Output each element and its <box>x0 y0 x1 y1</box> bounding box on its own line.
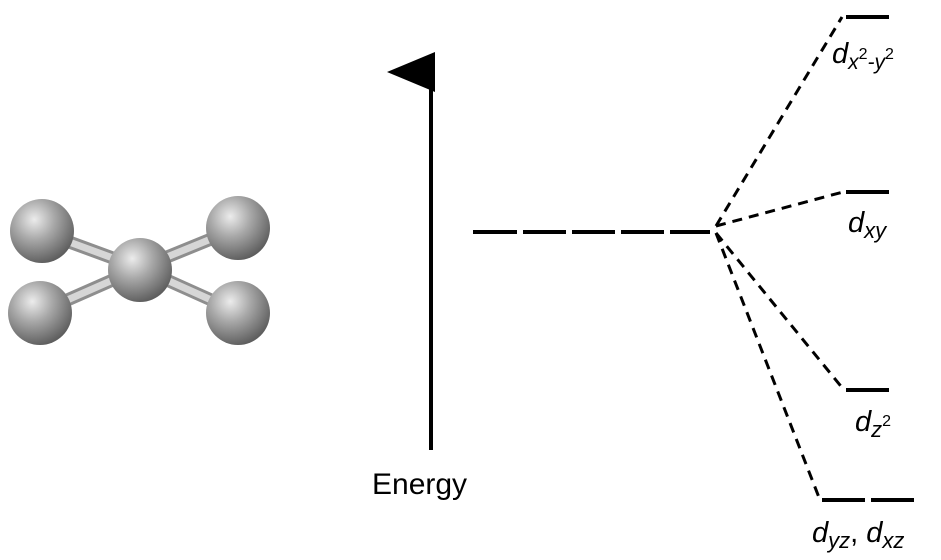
correlation-line-dxy <box>715 190 844 228</box>
correlation-lines <box>714 16 846 501</box>
central-metal-atom <box>108 238 172 302</box>
ligand-atom-bottom-right <box>206 281 270 345</box>
label-dyz-dxz: dyz, dxz <box>812 517 904 553</box>
square-planar-molecule <box>8 196 270 345</box>
energy-axis-label: Energy <box>372 468 467 501</box>
label-dx2y2: dx2-y2 <box>832 38 894 74</box>
ligand-atom-bottom-left <box>8 281 72 345</box>
correlation-line-dyz-dxz <box>714 232 822 501</box>
correlation-line-dx2y2 <box>714 16 844 227</box>
energy-axis: Energy <box>372 52 467 501</box>
label-dz2: dz2 <box>855 406 891 442</box>
correlation-line-dz2 <box>714 232 846 391</box>
ligand-atom-top-left <box>10 199 74 263</box>
ligand-atom-top-right <box>206 196 270 260</box>
split-levels <box>822 15 914 502</box>
label-dxy: dxy <box>848 207 888 243</box>
